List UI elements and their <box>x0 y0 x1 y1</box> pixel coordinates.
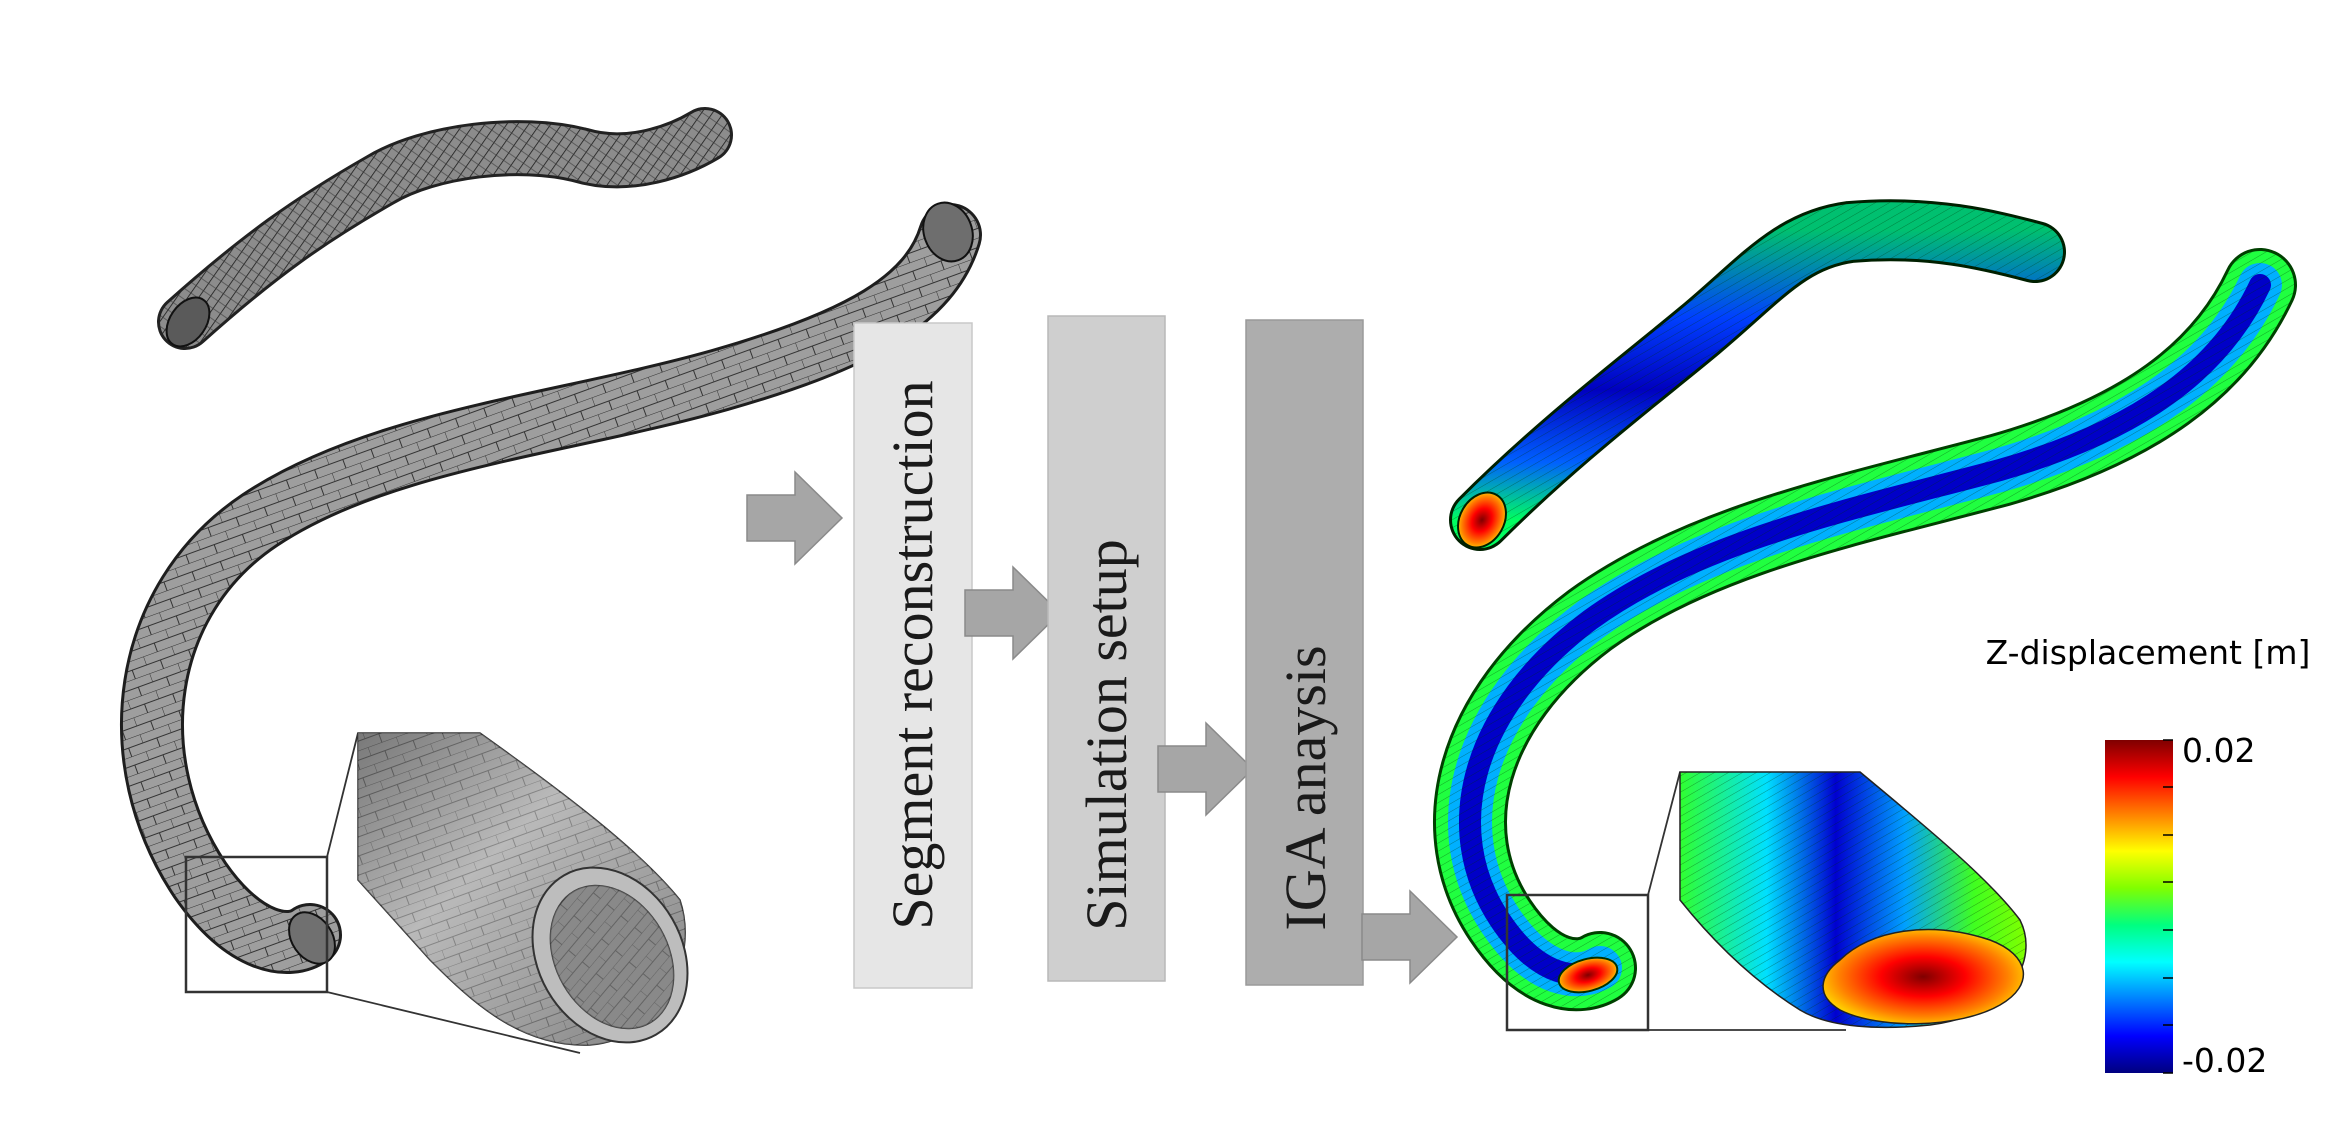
colorbar-title: Z-displacement [m] <box>1986 633 2311 672</box>
colorbar-gradient <box>2105 740 2173 1073</box>
step-box-simulation-setup <box>1047 315 1166 982</box>
colorbar-min-label: -0.02 <box>2182 1041 2267 1080</box>
step-label-segment-reconstruction: Segment reconstruction <box>880 380 945 929</box>
right-arrow-icon <box>1361 889 1459 985</box>
right-arrow-icon <box>964 565 1062 661</box>
right-arrow-icon <box>1157 721 1255 817</box>
zoomed-result-cylinder <box>1679 771 2027 1029</box>
right-arrow-icon <box>746 470 844 566</box>
zoom-frame-right <box>1505 893 1650 1032</box>
result-hotspot-long-end <box>1557 956 1619 994</box>
step-box-iga-analysis <box>1245 319 1364 986</box>
colorbar-max-label: 0.02 <box>2182 731 2255 770</box>
step-label-simulation-setup: Simulation setup <box>1074 539 1139 931</box>
colorbar-ticks <box>2163 739 2173 1074</box>
zoom-frame-left <box>184 855 329 994</box>
result-hotspot-upper-end <box>1457 491 1507 549</box>
step-box-segment-reconstruction <box>853 322 973 989</box>
result-vessel-fields <box>1433 199 2297 1032</box>
input-vessel-meshes <box>120 107 982 1054</box>
zoomed-result-hotspot <box>1822 928 2025 1025</box>
pipeline: Segment reconstruction Simulation setup … <box>746 315 1459 989</box>
zoomed-mesh-cylinder <box>357 732 689 1046</box>
colorbar: Z-displacement [m] 0.02 -0.02 <box>1986 633 2311 1080</box>
step-label-iga-analysis: IGA anaysis <box>1273 645 1338 930</box>
